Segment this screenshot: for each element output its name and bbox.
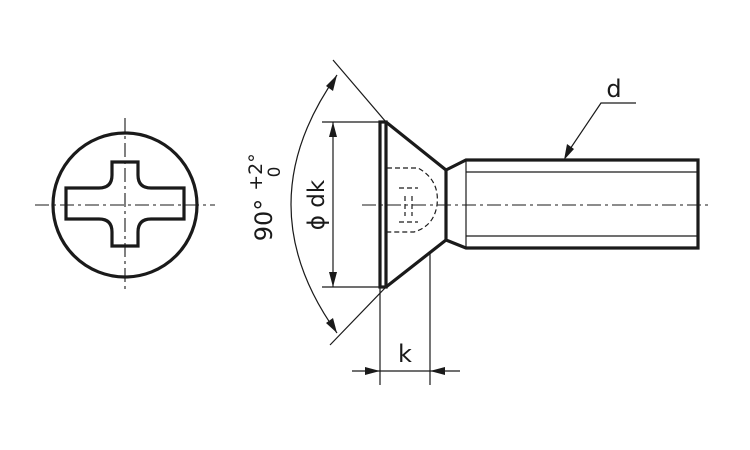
k-arrow-right <box>430 367 445 375</box>
dk-arrow-top <box>329 122 337 137</box>
angle-arrow-top <box>326 75 337 91</box>
k-label: k <box>398 340 412 368</box>
angle-tolerance-upper: +2° <box>245 153 267 191</box>
dk-arrow-bottom <box>329 272 337 287</box>
d-leader-arrow <box>564 144 574 160</box>
angle-tolerance-lower: 0 <box>265 167 285 178</box>
angle-extension-bottom <box>329 286 387 346</box>
dimension-dk: ϕ dk <box>304 121 380 288</box>
threaded-shank <box>444 158 700 250</box>
dimension-d: d <box>564 75 636 160</box>
angle-arc <box>290 74 338 334</box>
dk-label: ϕ dk <box>304 179 330 230</box>
side-view <box>362 120 712 289</box>
dimension-k: k <box>352 252 460 385</box>
angle-value-label: 90° <box>250 199 278 242</box>
angle-extension-top <box>332 59 387 123</box>
angle-arrow-bottom <box>326 318 337 333</box>
d-leader-line <box>565 102 636 156</box>
countersunk-cone <box>385 120 447 289</box>
dimension-angle: 90° +2° 0 <box>245 59 387 346</box>
phillips-cross-recess <box>64 160 186 248</box>
end-view <box>35 118 215 292</box>
d-label: d <box>606 75 621 103</box>
hidden-recess-tip <box>399 187 418 223</box>
k-arrow-left <box>365 367 380 375</box>
